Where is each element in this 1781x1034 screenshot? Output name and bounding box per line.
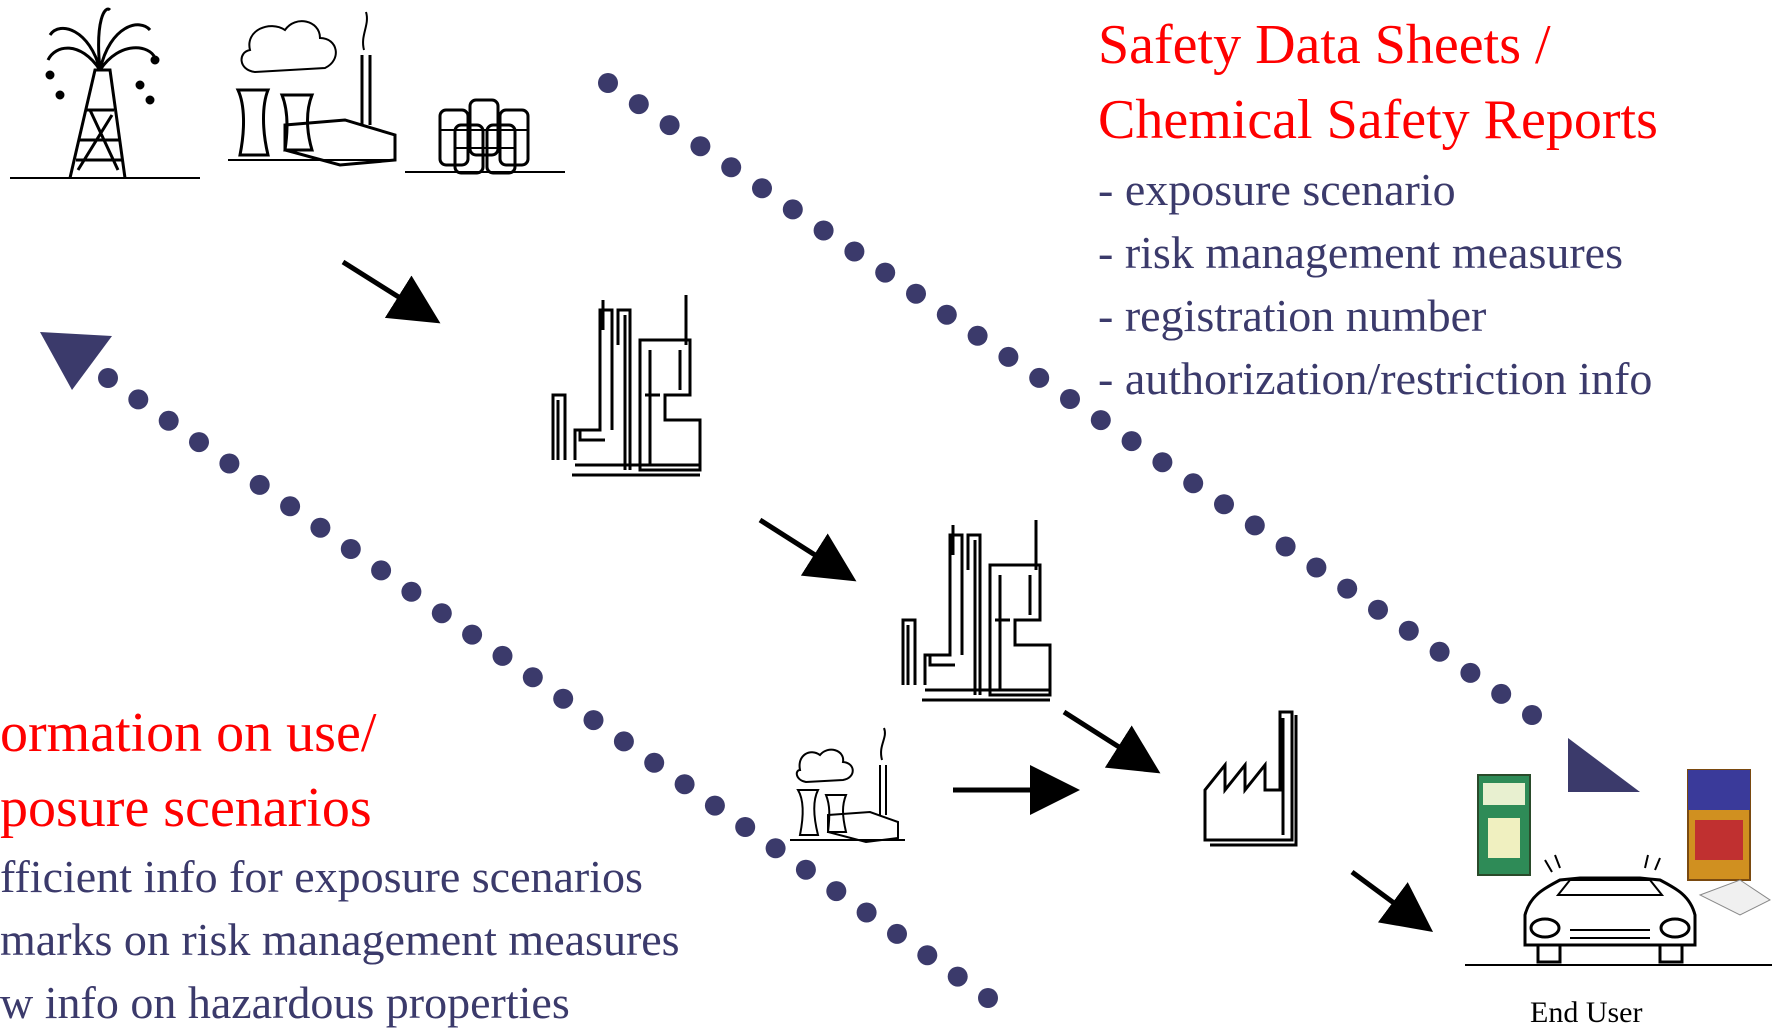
dot [813,220,834,241]
refinery-icon [901,520,1052,702]
list-item: marks on risk management measures [0,914,680,965]
dot [844,241,865,262]
dot [906,283,926,304]
flow-arrows [341,259,1434,932]
info-items-list: fficient info for exposure scenarios mar… [0,845,680,1034]
dot [401,581,422,602]
dot [431,603,452,624]
flow-arrow [758,517,857,582]
dot [613,731,634,752]
sds-items-list: - exposure scenario - risk management me… [1098,158,1652,410]
flow-arrow [341,259,441,324]
arrowhead-downstream [1568,738,1640,792]
list-item: - authorization/restriction info [1098,353,1653,404]
list-item: fficient info for exposure scenarios [0,851,643,902]
dot [1491,683,1512,704]
dot [659,115,680,136]
sds-title-line2: Chemical Safety Reports [1098,89,1658,151]
dot [721,157,742,178]
dot [219,453,240,474]
end-user-label: End User [1530,996,1643,1029]
dot [765,838,786,859]
dot [1152,452,1173,473]
dot [280,496,301,517]
dot [967,325,988,346]
flow-arrow [1350,869,1434,932]
dot [1121,431,1142,452]
flow-arrow [1062,709,1161,774]
dot [1368,599,1388,620]
dot [1214,494,1234,515]
dot [826,881,847,902]
dot [978,988,998,1008]
dot [1183,473,1204,494]
list-item: - exposure scenario [1098,164,1456,215]
dot [644,752,665,773]
sds-title-line1: Safety Data Sheets / [1098,14,1551,76]
dot [189,432,209,453]
dot [998,346,1019,367]
dot [947,966,968,987]
dot [704,795,725,816]
dot [782,199,803,220]
dot [249,474,270,495]
dot [917,945,938,966]
dot [158,410,179,431]
small-power-plant-icon [790,727,905,844]
dot [1398,620,1419,641]
dot [875,262,896,283]
dot [583,710,604,731]
dot [1460,662,1481,683]
dotted-arrow-downstream [598,73,1542,725]
dot [856,902,877,923]
dot [98,368,118,388]
factory-icon [1203,710,1298,847]
dot [735,817,756,837]
dot [690,136,711,157]
dotted-arrow-upstream [98,368,998,1008]
dot [628,94,649,115]
dot [553,688,574,709]
dot [1244,515,1265,536]
dot [795,859,816,880]
dot [752,178,772,199]
oil-derrick-icon [10,7,200,179]
refinery-icon [551,295,702,477]
dot [1522,705,1542,725]
dot [522,667,543,688]
list-item: w info on hazardous properties [0,977,570,1028]
dot [936,304,957,325]
dot [310,517,331,538]
end-user-car-icon [1465,769,1772,966]
dot [887,923,907,944]
dot [598,73,618,93]
info-title-line2: posure scenarios [0,777,372,839]
dot [1306,557,1327,578]
arrowhead-upstream [40,332,112,390]
dot [462,624,483,645]
list-item: - registration number [1098,290,1487,341]
info-title-line1: ormation on use/ [0,702,377,764]
dot [1337,578,1358,599]
dot [371,560,392,581]
dot [340,539,361,559]
power-plant-icon [228,11,397,167]
dot [1090,410,1111,431]
dot [492,645,513,666]
list-item: - risk management measures [1098,227,1623,278]
dot [674,774,695,795]
barrels-icon [405,98,565,175]
dot [1429,641,1450,662]
dot [1029,367,1050,388]
dot [1275,536,1296,557]
dot [1060,389,1080,409]
dot [128,389,149,410]
